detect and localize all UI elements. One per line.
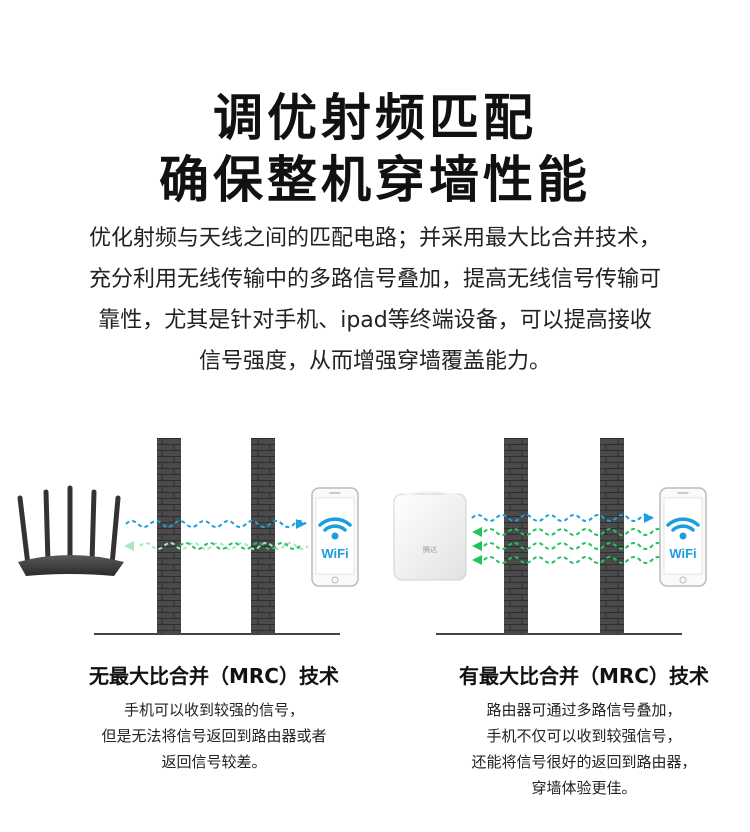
device-brand: 腾达 <box>423 545 437 554</box>
caption-line: 手机可以收到较强的信号， <box>123 701 304 719</box>
right-caption-text: 路由器可通过多路信号叠加， 手机不仅可以收到较强信号， 还能将信号很好的返回到路… <box>404 697 750 801</box>
router-device <box>17 485 124 576</box>
description: 优化射频与天线之间的匹配电路；并采用最大比合并技术， 充分利用无线传输中的多路信… <box>40 218 710 382</box>
right-scene: 腾达 WiFi <box>393 438 707 635</box>
arrow-head <box>472 527 482 537</box>
right-caption-title: 有最大比合并（MRC）技术 <box>459 664 709 688</box>
wifi-label: WiFi <box>669 546 696 561</box>
left-scene: WiFi <box>17 438 359 635</box>
mesh-router-device: 腾达 <box>393 491 467 581</box>
wifi-icon <box>318 517 352 540</box>
wifi-icon <box>666 517 700 540</box>
signal-wave-return-weak <box>139 542 309 550</box>
caption-line: 路由器可通过多路信号叠加， <box>486 701 682 719</box>
wifi-label: WiFi <box>321 546 348 561</box>
signal-wave-forward <box>471 514 653 522</box>
signal-wave-return <box>483 528 665 536</box>
phone-device: WiFi <box>659 487 707 587</box>
arrow-head <box>296 519 306 529</box>
signal-wave-return <box>483 556 665 564</box>
signal-wave-forward <box>125 520 307 528</box>
right-caption: 有最大比合并（MRC）技术 路由器可通过多路信号叠加， 手机不仅可以收到较强信号… <box>404 660 750 801</box>
signal-wave-return <box>179 542 301 550</box>
description-line: 优化射频与天线之间的匹配电路；并采用最大比合并技术， <box>88 226 661 251</box>
heading-line-1: 调优射频匹配 <box>213 89 537 147</box>
signal-wave-return <box>483 542 665 550</box>
left-caption-title: 无最大比合并（MRC）技术 <box>89 664 339 688</box>
arrow-head <box>472 541 482 551</box>
comparison-illustration: WiFi 腾达 <box>17 438 707 635</box>
brick-wall <box>157 438 181 634</box>
phone-device: WiFi <box>311 487 359 587</box>
left-caption: 无最大比合并（MRC）技术 手机可以收到较强的信号， 但是无法将信号返回到路由器… <box>34 660 394 775</box>
brick-wall <box>251 438 275 634</box>
caption-line: 手机不仅可以收到较强信号， <box>486 727 682 745</box>
arrow-head <box>472 555 482 565</box>
caption-line: 穿墙体验更佳。 <box>531 779 637 797</box>
arrow-head <box>644 513 654 523</box>
description-line: 充分利用无线传输中的多路信号叠加，提高无线信号传输可 <box>88 267 661 292</box>
brick-wall <box>600 438 624 634</box>
brick-wall <box>504 438 528 634</box>
caption-line: 还能将信号很好的返回到路由器， <box>471 753 697 771</box>
caption-line: 但是无法将信号返回到路由器或者 <box>101 727 327 745</box>
heading-line-2: 确保整机穿墙性能 <box>159 151 591 209</box>
description-line: 靠性，尤其是针对手机、ipad等终端设备，可以提高接收 <box>98 308 652 333</box>
left-caption-text: 手机可以收到较强的信号， 但是无法将信号返回到路由器或者 返回信号较差。 <box>34 697 394 775</box>
description-line: 信号强度，从而增强穿墙覆盖能力。 <box>198 349 551 374</box>
arrow-head <box>124 541 134 551</box>
caption-line: 返回信号较差。 <box>161 753 267 771</box>
